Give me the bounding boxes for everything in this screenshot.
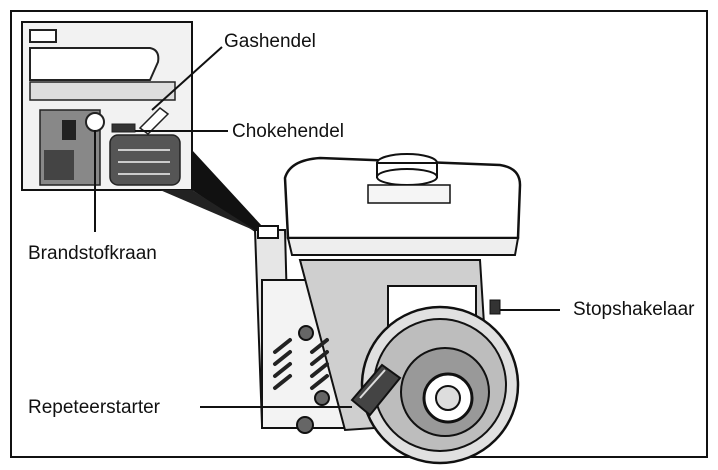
fuel-tank [283,153,522,256]
recoil-starter [350,305,520,465]
choke-lever-label: Chokehendel [232,121,344,142]
fuel-valve-label: Brandstofkraan [28,243,157,264]
leader-lines [94,46,560,408]
recoil-starter-label: Repeteerstarter [28,397,161,418]
stop-switch-label: Stopshakelaar [573,299,695,320]
gas-lever-label: Gashendel [224,31,316,52]
carburetor-detail-inset [21,21,193,191]
